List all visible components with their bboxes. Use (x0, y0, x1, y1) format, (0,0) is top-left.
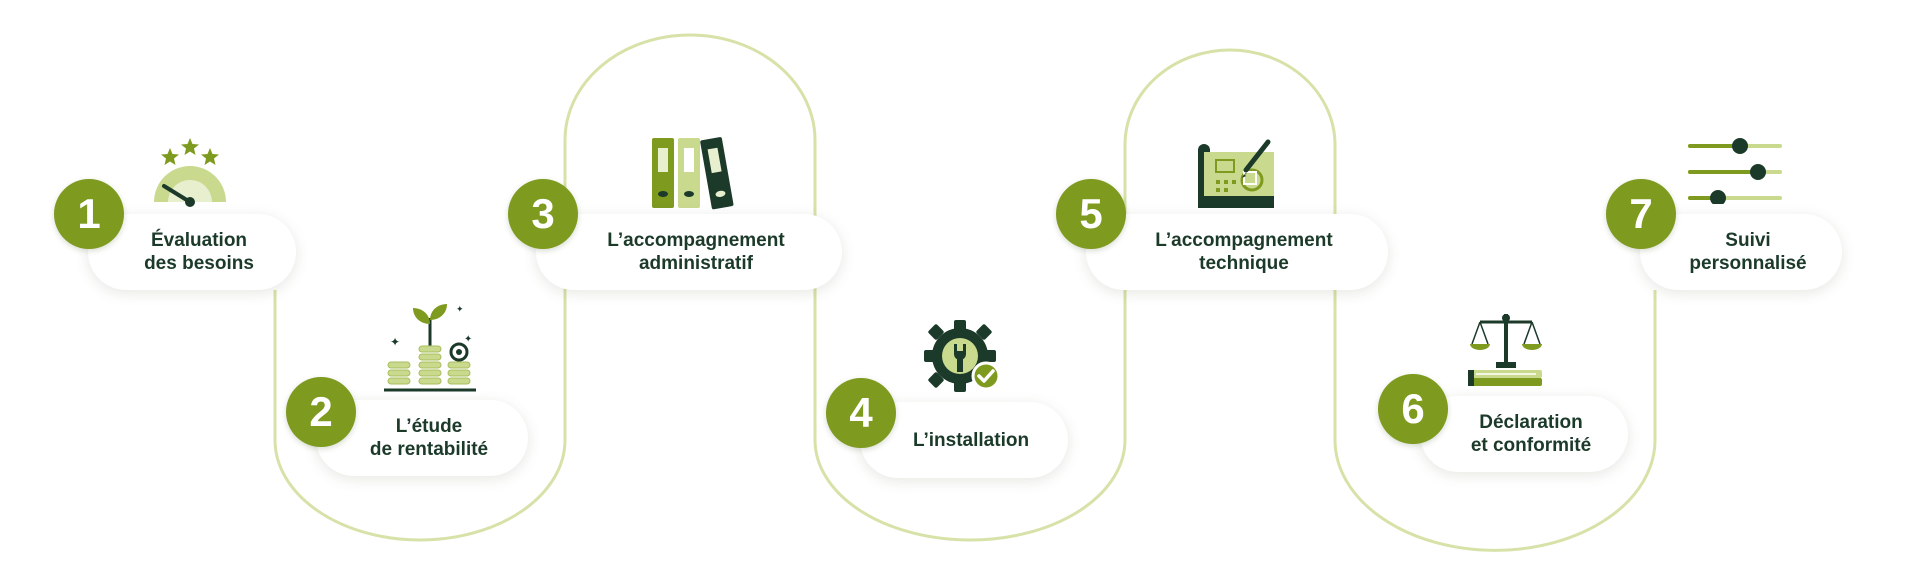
scales-book-icon (1468, 314, 1542, 386)
step-6-number-badge: 6 (1378, 374, 1448, 444)
step-4-number-badge: 4 (826, 378, 896, 448)
step-3-label: L’accompagnement administratif (607, 230, 785, 274)
path-segment-6 (1333, 290, 1657, 552)
path-segment-1-2 (273, 290, 567, 542)
step-3-pill: L’accompagnement administratif (536, 214, 842, 290)
step-2-label: L’étude de rentabilité (369, 416, 489, 460)
coins-plant-icon: ✦ ✦ ✦ (384, 304, 476, 392)
step-1-label: Évaluation des besoins (144, 230, 254, 274)
step-7-number-badge: 7 (1606, 179, 1676, 249)
gear-wrench-icon (924, 320, 1001, 392)
step-5-number-badge: 5 (1056, 179, 1126, 249)
binders-icon (652, 137, 734, 210)
step-4-label: L’installation (912, 429, 1030, 451)
path-segment-4 (813, 290, 1127, 542)
step-5-label: L’accompagnement technique (1155, 230, 1333, 274)
step-3-number-badge: 3 (508, 179, 578, 249)
step-1-pill: Évaluation des besoins (88, 214, 296, 290)
sliders-icon (1688, 138, 1782, 204)
path-segment-3 (563, 33, 817, 290)
step-7-label: Suivi personnalisé (1689, 230, 1807, 274)
blueprint-icon (1198, 139, 1274, 208)
svg-text:✦: ✦ (390, 335, 400, 349)
step-2-number-badge: 2 (286, 377, 356, 447)
step-5-pill: L’accompagnement technique (1086, 214, 1388, 290)
step-6-label: Déclaration et conformité (1470, 412, 1592, 456)
svg-text:✦: ✦ (464, 334, 472, 345)
step-6-pill: Déclaration et conformité (1420, 396, 1628, 472)
path-segment-5 (1123, 48, 1337, 290)
step-7-pill: Suivi personnalisé (1640, 214, 1842, 290)
svg-text:✦: ✦ (456, 305, 464, 315)
step-1-number-badge: 1 (54, 179, 124, 249)
gauge-rating-icon (154, 138, 226, 207)
step-2-pill: L’étude de rentabilité (316, 400, 528, 476)
